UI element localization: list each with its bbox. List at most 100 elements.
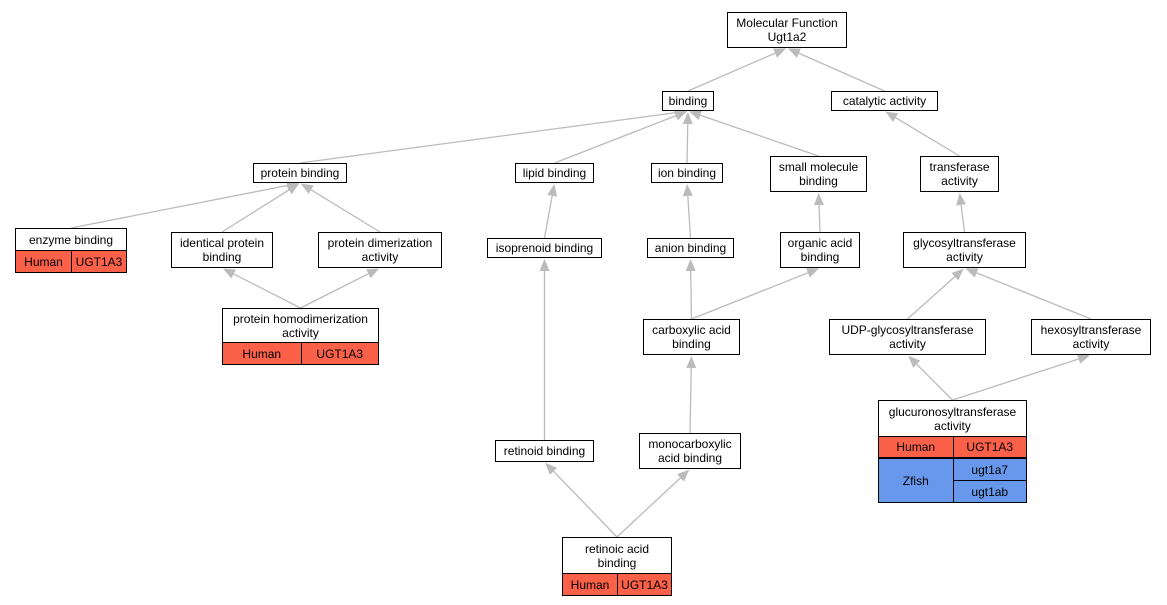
edge-carboxylic-to-anion-binding — [690, 270, 693, 320]
edge-udp-glycosyl-to-glycosyltransferase — [907, 276, 956, 320]
node-label: activity — [934, 418, 971, 433]
gene-label[interactable]: UGT1A3 — [953, 437, 1026, 457]
arrowhead-transferase-to-catalytic — [885, 111, 899, 122]
edge-glucuronosyl-to-hexosyl — [952, 358, 1079, 401]
node-isoprenoid[interactable]: isoprenoid binding — [487, 238, 602, 258]
edge-lipid-binding-to-binding — [554, 115, 677, 164]
node-binding[interactable]: binding — [662, 91, 714, 111]
arrowhead-ion-binding-to-binding — [682, 111, 693, 125]
node-label: UDP-glycosyltransferase — [841, 323, 974, 337]
edge-identical-protein-to-protein-binding — [221, 189, 290, 233]
arrowhead-udp-glycosyl-to-glycosyltransferase — [951, 268, 964, 281]
gene-column: UGT1A3 — [72, 251, 126, 272]
node-label: retinoid binding — [503, 444, 586, 458]
node-label: binding — [672, 337, 711, 351]
node-label: binding — [799, 174, 838, 188]
edge-catalytic-to-root — [798, 52, 885, 92]
species-label: Human — [879, 437, 954, 457]
edge-hexosyl-to-glycosyltransferase — [976, 272, 1092, 320]
gene-column: UGT1A3 — [301, 343, 378, 364]
node-label: protein dimerization — [327, 236, 433, 250]
node-label: protein homodimerization — [233, 311, 368, 326]
arrowhead-retinoic-to-monocarboxylic — [677, 469, 690, 482]
species-label: Human — [16, 251, 72, 272]
arrowhead-identical-protein-to-protein-binding — [286, 183, 300, 195]
node-label: carboxylic acid — [652, 323, 731, 337]
gene-label[interactable]: ugt1ab — [953, 481, 1026, 502]
arrowhead-retinoic-to-retinoid — [545, 462, 558, 475]
species-label: Human — [563, 574, 618, 595]
edge-retinoic-to-retinoid — [553, 470, 618, 538]
node-catalytic[interactable]: catalytic activity — [831, 91, 938, 111]
edge-organic-acid-to-small-molecule — [818, 204, 821, 233]
node-label: binding — [202, 250, 242, 264]
arrowhead-binding-to-root — [773, 48, 787, 58]
node-label: protein binding — [260, 166, 340, 180]
edge-binding-to-root — [687, 52, 776, 92]
node-label: identical protein — [179, 236, 265, 250]
node-label: ion binding — [657, 166, 717, 180]
node-label: acid binding — [657, 451, 723, 465]
edge-small-molecule-to-binding — [700, 114, 819, 157]
node-protein-binding[interactable]: protein binding — [253, 163, 347, 183]
arrowhead-carboxylic-to-anion-binding — [685, 258, 696, 272]
node-enzyme-binding[interactable]: enzyme binding — [15, 228, 127, 250]
edge-glucuronosyl-to-udp-glycosyl — [916, 363, 953, 401]
gene-label[interactable]: UGT1A3 — [72, 251, 126, 272]
node-label: monocarboxylic — [648, 437, 732, 451]
node-ion-binding[interactable]: ion binding — [651, 163, 723, 183]
arrowhead-lipid-binding-to-binding — [674, 111, 688, 121]
arrowhead-carboxylic-to-organic-acid — [806, 268, 820, 278]
arrowhead-hexosyl-to-glycosyltransferase — [965, 268, 979, 278]
node-label: organic acid — [787, 236, 853, 250]
node-label: retinoic acid — [584, 541, 650, 556]
edge-glycosyltransferase-to-transferase — [960, 204, 966, 233]
gene-label[interactable]: UGT1A3 — [301, 343, 378, 364]
arrowhead-protein-homodimerization-to-protein-dimerization — [366, 268, 380, 279]
node-label: activity — [361, 250, 399, 264]
edge-protein-binding-to-binding — [299, 112, 676, 164]
node-label: activity — [941, 174, 978, 188]
node-lipid-binding[interactable]: lipid binding — [515, 163, 594, 183]
node-label: small molecule — [778, 160, 859, 174]
node-anion-binding[interactable]: anion binding — [647, 238, 734, 258]
node-label: activity — [889, 337, 926, 351]
node-label: glycosyltransferase — [913, 236, 1016, 250]
edge-retinoic-to-monocarboxylic — [616, 477, 681, 538]
edge-protein-homodimerization-to-protein-dimerization — [300, 273, 369, 309]
node-label: transferase — [929, 160, 990, 174]
node-label: anion binding — [654, 241, 727, 255]
node-retinoid[interactable]: retinoid binding — [495, 440, 594, 462]
gene-label[interactable]: ugt1a7 — [953, 459, 1026, 481]
node-label: catalytic activity — [842, 94, 927, 108]
node-label: binding — [668, 94, 708, 108]
node-label: binding — [597, 555, 637, 570]
arrowhead-small-molecule-to-binding — [688, 110, 702, 120]
gene-label[interactable]: UGT1A3 — [618, 574, 671, 595]
node-label: Ugt1a2 — [767, 30, 807, 44]
arrowhead-monocarboxylic-to-carboxylic — [686, 355, 697, 369]
arrowhead-catalytic-to-root — [787, 48, 801, 58]
edge-carboxylic-to-organic-acid — [691, 272, 809, 320]
node-label: binding — [800, 250, 840, 264]
node-label: isoprenoid binding — [495, 241, 594, 255]
edge-protein-homodimerization-to-identical-protein — [233, 273, 301, 309]
